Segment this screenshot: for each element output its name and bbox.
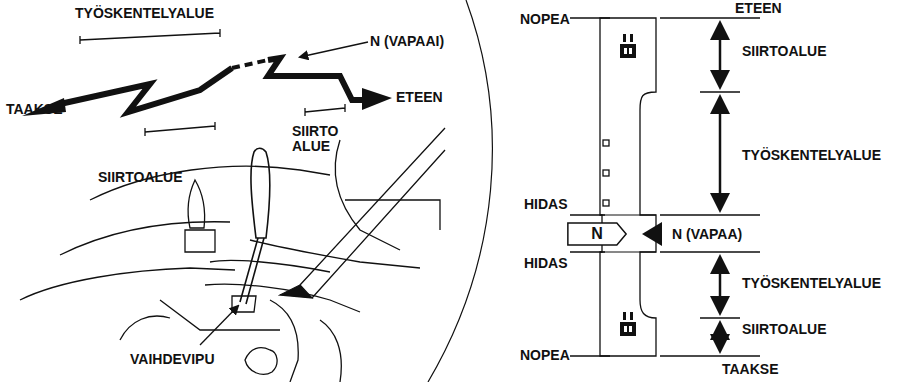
position-label: N (VAPAA) <box>672 227 742 242</box>
zone-label: SIIRTOALUE <box>98 170 183 185</box>
direction-label: TAAKSE <box>6 102 63 117</box>
zone-label: SIIRTOALUE <box>742 44 827 59</box>
zone-label: SIIRTO ALUE <box>292 124 348 155</box>
speed-label: NOPEA <box>520 348 570 363</box>
position-label: N (VAPAAI) <box>370 34 444 49</box>
zone-label: TYÖSKENTELYALUE <box>742 276 881 291</box>
direction-label: ETEEN <box>396 90 443 105</box>
neutral-badge: N <box>566 222 628 246</box>
part-name: VAIHDEVIPU <box>130 352 215 367</box>
zone-label: TYÖSKENTELYALUE <box>75 6 214 21</box>
zone-label: TYÖSKENTELYALUE <box>742 148 881 163</box>
speed-label: HIDAS <box>524 256 568 271</box>
speed-label: HIDAS <box>524 197 568 212</box>
speed-label: NOPEA <box>520 12 570 27</box>
direction-label: TAAKSE <box>722 362 779 377</box>
zone-label: SIIRTOALUE <box>742 322 827 337</box>
badge-letter: N <box>591 225 603 243</box>
direction-label: ETEEN <box>735 1 782 16</box>
